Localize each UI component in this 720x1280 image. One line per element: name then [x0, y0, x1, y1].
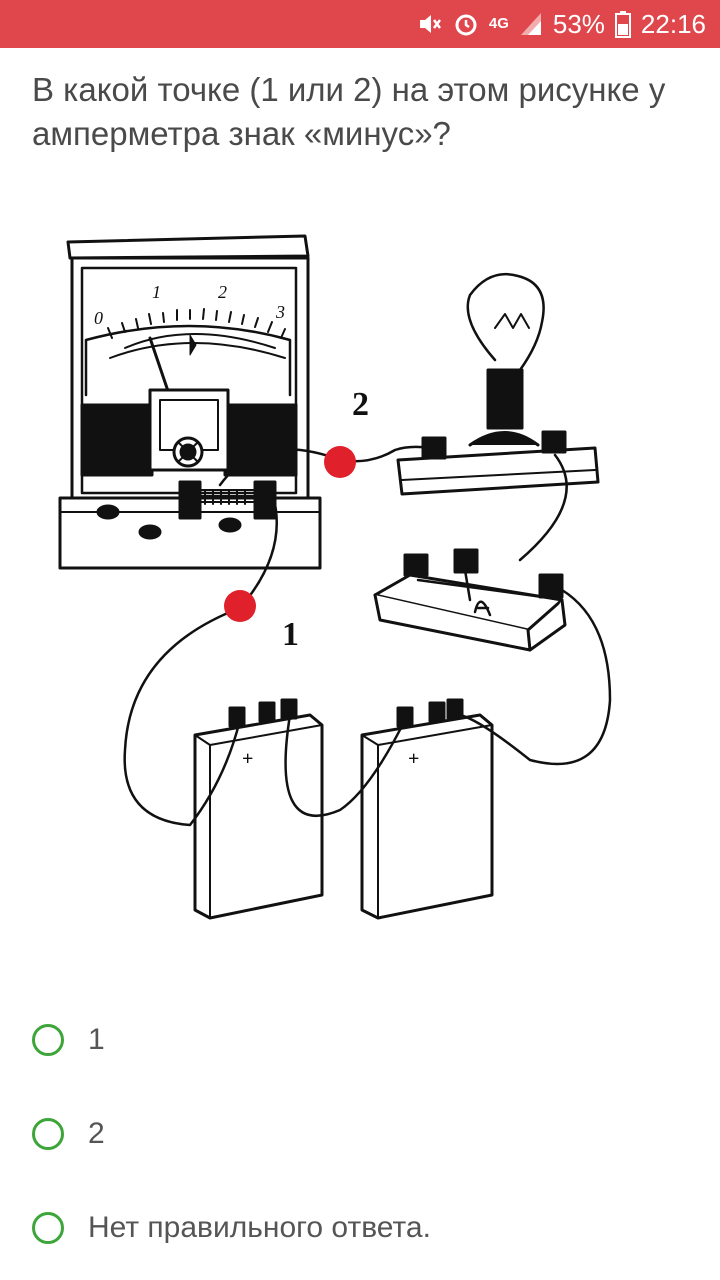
status-icons: 4G 53% 22:16	[417, 0, 706, 48]
mute-icon	[417, 11, 443, 37]
answer-option-none[interactable]: Нет правильного ответа.	[32, 1208, 431, 1248]
ammeter	[58, 234, 322, 570]
wire-lamp-to-switch	[518, 453, 568, 562]
scale-label-0: 0	[94, 308, 103, 328]
network-4g-icon: 4G	[488, 15, 509, 32]
option-label: Нет правильного ответа.	[88, 1211, 431, 1244]
network-label: 4G	[488, 15, 509, 32]
battery-left	[193, 698, 324, 920]
battery-percent: 53%	[552, 8, 605, 39]
radio-button[interactable]	[32, 1118, 64, 1150]
scale-label-1: 1	[152, 282, 161, 302]
wire-switch-to-battery	[458, 588, 612, 766]
scale-label-3: 3	[275, 302, 285, 322]
radio-button[interactable]	[32, 1024, 64, 1056]
status-bar: 4G 53% 22:16	[0, 0, 720, 48]
wire-ammeter-to-point2	[218, 448, 342, 487]
wire-point1-to-battery	[123, 606, 242, 827]
wire-battery-to-battery	[284, 713, 407, 817]
lamp	[396, 272, 600, 496]
question-text: В какой точке (1 или 2) на этом рисунке …	[32, 71, 666, 152]
point-marker-1	[224, 590, 256, 622]
wire-point2-to-lamp	[338, 445, 432, 463]
point-label-2: 2	[352, 386, 369, 423]
clock: 22:16	[640, 8, 706, 39]
circuit-figure: 0 1 2 3 1 2 + +	[58, 234, 612, 920]
option-label: 1	[88, 1023, 105, 1056]
battery-icon	[614, 10, 631, 38]
alarm-icon	[453, 11, 479, 37]
point-marker-2	[324, 446, 356, 478]
signal-icon	[519, 11, 543, 37]
scale-label-2: 2	[218, 282, 227, 302]
plus-sign-right: +	[408, 748, 419, 770]
point-label-1: 1	[282, 616, 299, 653]
option-label: 2	[88, 1117, 105, 1150]
battery-right	[360, 698, 494, 920]
radio-button[interactable]	[32, 1212, 64, 1244]
plus-sign-left: +	[242, 748, 253, 770]
answer-option-1[interactable]: 1	[32, 1020, 105, 1060]
switch	[373, 548, 567, 652]
answer-option-2[interactable]: 2	[32, 1114, 105, 1154]
